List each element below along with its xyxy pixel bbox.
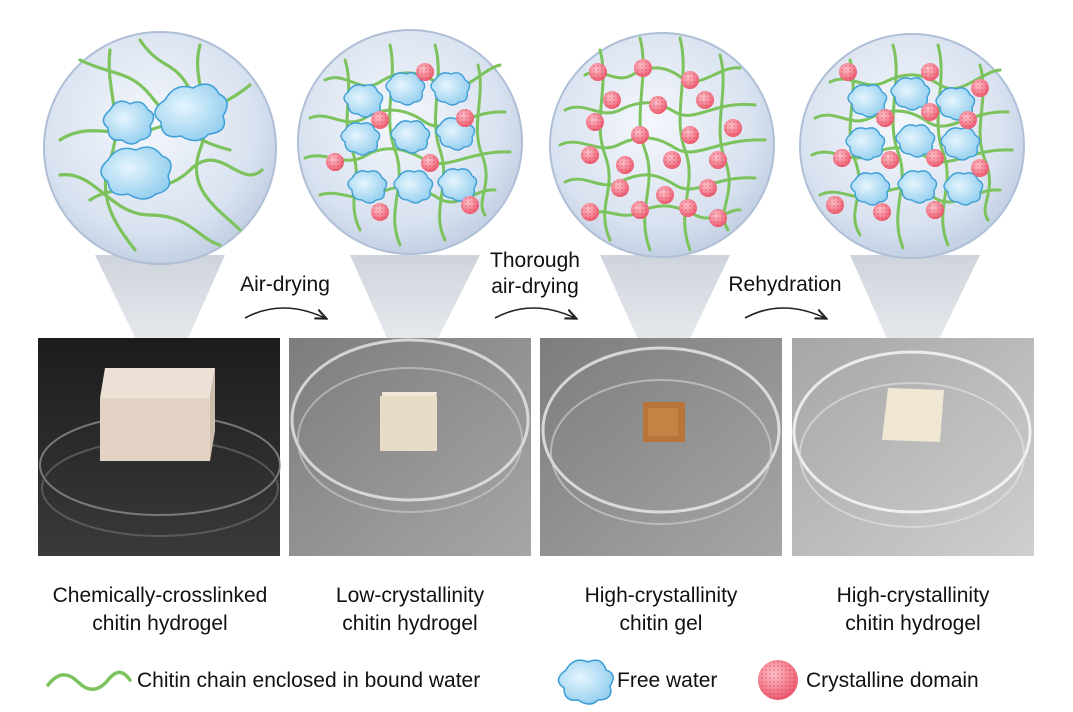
crystalline-domain bbox=[839, 63, 857, 81]
crystalline-domain bbox=[926, 149, 944, 167]
bubble-4 bbox=[799, 33, 1025, 259]
step-label-3-line1: Rehydration bbox=[728, 273, 842, 296]
crystalline-domain bbox=[416, 63, 434, 81]
legend-chain-label: Chitin chain enclosed in bound water bbox=[137, 669, 481, 692]
photo-4 bbox=[792, 338, 1034, 556]
crystalline-domain bbox=[581, 203, 599, 221]
step-arrow-2 bbox=[494, 307, 575, 318]
legend-water-label: Free water bbox=[617, 669, 718, 692]
crystalline-domain bbox=[971, 159, 989, 177]
crystalline-domain bbox=[833, 149, 851, 167]
caption-1-line1: Chemically-crosslinked bbox=[52, 584, 268, 607]
crystalline-domain bbox=[581, 146, 599, 164]
caption-2-line1: Low-crystallinity bbox=[335, 584, 485, 607]
step-label-1: Air-drying bbox=[215, 272, 355, 298]
zoom-cone-3 bbox=[600, 255, 730, 395]
bubble-2 bbox=[297, 29, 523, 255]
crystalline-domain bbox=[603, 91, 621, 109]
crystalline-domain bbox=[971, 79, 989, 97]
step-label-3: Rehydration bbox=[715, 272, 855, 298]
crystalline-domain bbox=[631, 126, 649, 144]
photo-3 bbox=[540, 338, 782, 556]
bubble-3 bbox=[549, 32, 775, 258]
crystalline-domain bbox=[456, 109, 474, 127]
photo-2 bbox=[289, 338, 531, 556]
legend-water-icon bbox=[557, 659, 614, 705]
crystalline-domain bbox=[881, 151, 899, 169]
step-arrow-3 bbox=[744, 307, 825, 318]
crystalline-domain bbox=[461, 196, 479, 214]
step-arrow-1 bbox=[244, 307, 325, 318]
caption-4: High-crystallinity chitin hydrogel bbox=[788, 582, 1038, 638]
step-arrows bbox=[244, 307, 825, 318]
crystalline-domain bbox=[649, 96, 667, 114]
crystalline-domain bbox=[611, 179, 629, 197]
step-label-2: Thorough air-drying bbox=[465, 248, 605, 300]
caption-3-line2: chitin gel bbox=[619, 612, 703, 635]
caption-2-line2: chitin hydrogel bbox=[342, 612, 478, 635]
step-label-2-line1: Thorough bbox=[490, 249, 580, 272]
caption-3-line1: High-crystallinity bbox=[584, 584, 738, 607]
legend-symbols bbox=[46, 659, 798, 705]
crystalline-domain bbox=[921, 103, 939, 121]
zoom-cone-2 bbox=[350, 255, 480, 392]
caption-1: Chemically-crosslinked chitin hydrogel bbox=[35, 582, 285, 638]
bubble-1 bbox=[43, 31, 277, 265]
legend-crystal-label: Crystalline domain bbox=[806, 669, 979, 692]
crystalline-domain bbox=[959, 111, 977, 129]
crystalline-domain bbox=[679, 199, 697, 217]
step-label-1-line1: Air-drying bbox=[240, 273, 330, 296]
bubble-4-crystals bbox=[826, 63, 989, 221]
photo-1 bbox=[38, 338, 281, 556]
crystalline-domain bbox=[371, 203, 389, 221]
crystalline-domain bbox=[699, 179, 717, 197]
caption-2: Low-crystallinity chitin hydrogel bbox=[285, 582, 535, 638]
bubble-3-crystals bbox=[581, 59, 742, 227]
crystalline-domain bbox=[709, 209, 727, 227]
legend-crystal-icon bbox=[758, 660, 798, 700]
crystalline-domain bbox=[709, 151, 727, 169]
bubble-2-crystals bbox=[326, 63, 479, 221]
crystalline-domain bbox=[724, 119, 742, 137]
crystalline-domain bbox=[696, 91, 714, 109]
crystalline-domain bbox=[681, 71, 699, 89]
caption-4-line2: chitin hydrogel bbox=[845, 612, 981, 635]
crystalline-domain bbox=[371, 111, 389, 129]
crystalline-domain bbox=[616, 156, 634, 174]
crystalline-domain bbox=[681, 126, 699, 144]
crystalline-domain bbox=[873, 203, 891, 221]
zoom-cone-4 bbox=[850, 255, 980, 395]
crystalline-domain bbox=[826, 196, 844, 214]
crystalline-domain bbox=[326, 153, 344, 171]
zoom-cones bbox=[95, 255, 980, 395]
caption-4-line1: High-crystallinity bbox=[836, 584, 990, 607]
step-label-2-line2: air-drying bbox=[491, 275, 579, 298]
crystalline-domain bbox=[421, 154, 439, 172]
crystalline-domain bbox=[926, 201, 944, 219]
zoom-cone-1 bbox=[95, 255, 225, 395]
caption-1-line2: chitin hydrogel bbox=[92, 612, 228, 635]
crystalline-domain bbox=[631, 201, 649, 219]
crystalline-domain bbox=[663, 151, 681, 169]
crystalline-domain bbox=[921, 63, 939, 81]
caption-3: High-crystallinity chitin gel bbox=[536, 582, 786, 638]
crystalline-domain bbox=[876, 109, 894, 127]
crystalline-domain bbox=[589, 63, 607, 81]
legend-chain-icon bbox=[46, 670, 132, 691]
crystalline-domain bbox=[586, 113, 604, 131]
crystalline-domain bbox=[656, 186, 674, 204]
crystalline-domain bbox=[634, 59, 652, 77]
